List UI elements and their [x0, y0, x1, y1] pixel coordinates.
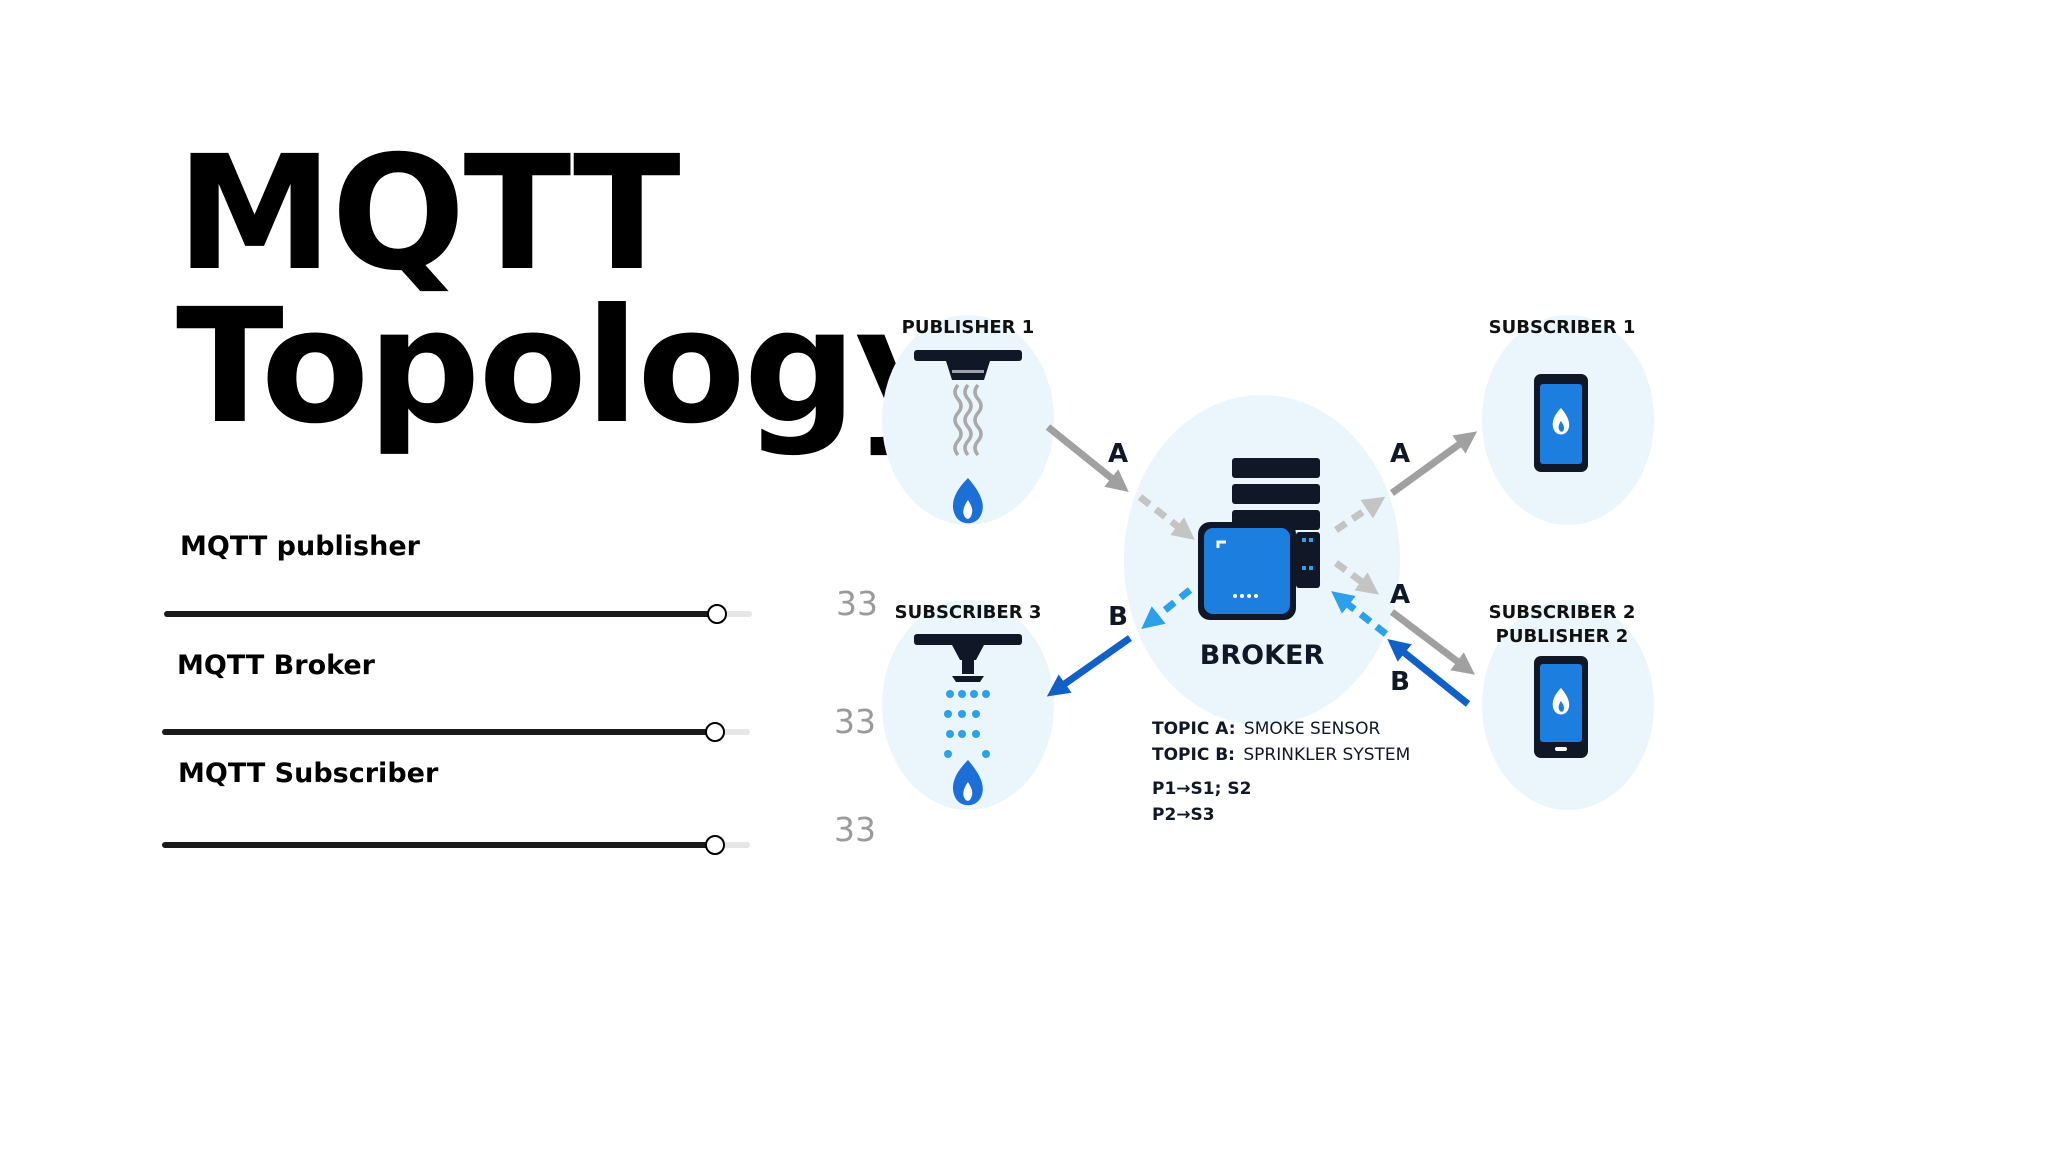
arrow-publisher1-to-broker-dashed: [1137, 494, 1195, 540]
title-line-2: Topology: [176, 275, 958, 459]
slider-value-publisher: 33: [836, 584, 878, 623]
flame-icon: [952, 478, 983, 524]
arrow-publisher2-to-broker-dashed: [1331, 591, 1389, 637]
arrow-label-b: B: [1108, 602, 1128, 632]
slider-broker[interactable]: [162, 720, 750, 744]
broker-label: BROKER: [1200, 640, 1325, 671]
subscriber2-label-line2: PUBLISHER 2: [1496, 626, 1629, 647]
sprinkler-icon: [914, 634, 1022, 682]
topic-a-legend: TOPIC A: SMOKE SENSOR: [1152, 719, 1380, 739]
subscriber1-label: SUBSCRIBER 1: [1489, 317, 1636, 338]
slider-thumb[interactable]: [704, 835, 725, 855]
topic-a-key: TOPIC A:: [1152, 719, 1236, 739]
arrow-broker-to-subscriber3-dashed: [1141, 587, 1193, 629]
subscriber3-bubble: [882, 600, 1054, 810]
subscriber3-label: SUBSCRIBER 3: [895, 602, 1042, 623]
slider-fill: [162, 729, 715, 735]
slider-value-broker: 33: [834, 702, 876, 741]
subscriber2-label-line1: SUBSCRIBER 2: [1489, 602, 1636, 623]
slider-label-broker: MQTT Broker: [177, 650, 375, 681]
broker-server-icon: [1198, 458, 1320, 620]
arrow-broker-to-subscriber2: [1389, 609, 1475, 675]
topic-b-legend: TOPIC B: SPRINKLER SYSTEM: [1152, 745, 1410, 765]
arrow-publisher1-to-broker: [1045, 424, 1129, 493]
mqtt-topology-diagram: PUBLISHER 1 SUBSCRIBER 1 SUBSCRIBER 3 SU…: [882, 315, 1654, 825]
slider-thumb[interactable]: [706, 604, 727, 624]
smartphone-icon: [1534, 656, 1588, 758]
arrow-publisher2-to-broker: [1387, 638, 1471, 707]
arrow-broker-to-subscriber1: [1389, 431, 1478, 496]
flame-icon: [952, 760, 983, 806]
topic-b-value: SPRINKLER SYSTEM: [1243, 745, 1410, 765]
slider-label-publisher: MQTT publisher: [180, 531, 420, 562]
topic-a-value: SMOKE SENSOR: [1244, 719, 1381, 739]
arrow-label-a: A: [1108, 439, 1128, 469]
smartphone-icon: [1534, 374, 1588, 472]
arrow-label-b: B: [1390, 667, 1410, 697]
slider-subscriber[interactable]: [162, 833, 750, 857]
smoke-detector-icon: [914, 350, 1022, 457]
publisher1-label: PUBLISHER 1: [902, 317, 1035, 338]
slider-thumb[interactable]: [704, 722, 725, 742]
water-drops-icon: [944, 690, 990, 758]
topic-b-key: TOPIC B:: [1152, 745, 1235, 765]
route-1: P1→S1; S2: [1152, 779, 1251, 799]
route-2: P2→S3: [1152, 805, 1215, 825]
slider-value-subscriber: 33: [834, 810, 876, 849]
arrow-label-a: A: [1390, 439, 1410, 469]
arrow-broker-to-subscriber1-dashed: [1334, 496, 1386, 533]
slider-publisher[interactable]: [164, 602, 752, 626]
slider-label-subscriber: MQTT Subscriber: [178, 758, 439, 789]
slider-fill: [164, 611, 717, 617]
slide-title: MQTT Topology: [176, 122, 958, 459]
arrow-broker-to-subscriber3: [1046, 635, 1133, 697]
title-line-1: MQTT: [176, 122, 681, 306]
arrow-broker-to-subscriber2-dashed: [1333, 560, 1380, 595]
arrow-label-a: A: [1390, 580, 1410, 610]
slider-fill: [162, 842, 715, 848]
publisher1-bubble: [882, 315, 1054, 525]
